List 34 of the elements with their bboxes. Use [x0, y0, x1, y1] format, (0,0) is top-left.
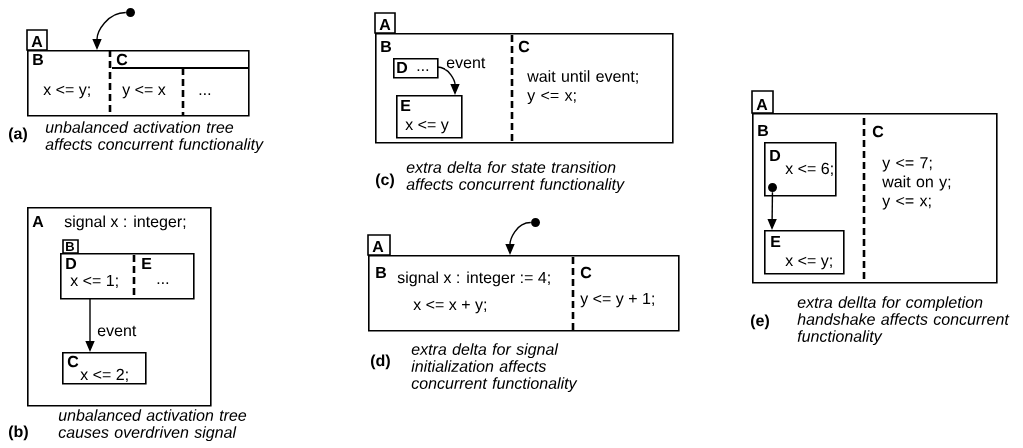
caption: extra delta for signal initialization affects concurrent functionality — [411, 343, 578, 393]
state-region: y <= x — [122, 85, 166, 99]
state-box: E x <= y — [396, 95, 463, 139]
panel-label: (b) — [9, 425, 28, 441]
state-region: C — [111, 53, 249, 69]
state-box: C x <= 2; — [62, 352, 147, 385]
edge-label: event — [96, 324, 138, 338]
state-region: C wait until event; y <= x; — [518, 40, 638, 105]
state-region: D x <= 1; — [66, 258, 118, 289]
state-box: D x <= 6; — [764, 142, 837, 197]
caption: unbalanced activation tree causes overdriven signal — [58, 409, 247, 442]
panel-label: (a) — [9, 127, 27, 143]
panel-label: (c) — [376, 173, 394, 189]
caption: extra delta for state transition affects concurrent functionality — [406, 161, 625, 194]
state-region: B signal x : integer := 4; x <= x + y; — [376, 267, 550, 314]
state-region: B — [381, 41, 392, 52]
panel-label: (d) — [371, 354, 390, 370]
state-region: C y <= y + 1; — [580, 266, 654, 308]
caption: unbalanced activation tree affects concurrent functionality — [45, 121, 264, 154]
edge-label: event — [445, 56, 487, 70]
state-region: E ... — [142, 258, 169, 284]
state-region: C y <= 7; wait on y; y <= x; — [872, 125, 951, 210]
node-label: A — [372, 241, 384, 253]
state-region: ... — [199, 93, 211, 95]
node-label: B — [66, 242, 74, 251]
panel-label: (e) — [751, 314, 769, 330]
node-label: A — [756, 98, 768, 110]
state-box: E x <= y; — [764, 230, 845, 275]
state-box: D ... — [393, 58, 439, 79]
state-region: B x <= y; — [33, 54, 90, 99]
state-region: B — [758, 125, 769, 136]
node-label: A — [379, 18, 391, 30]
node-label: A — [31, 35, 43, 47]
caption: extra dellta for completion handshake affects concurrent functionality — [797, 296, 1010, 346]
